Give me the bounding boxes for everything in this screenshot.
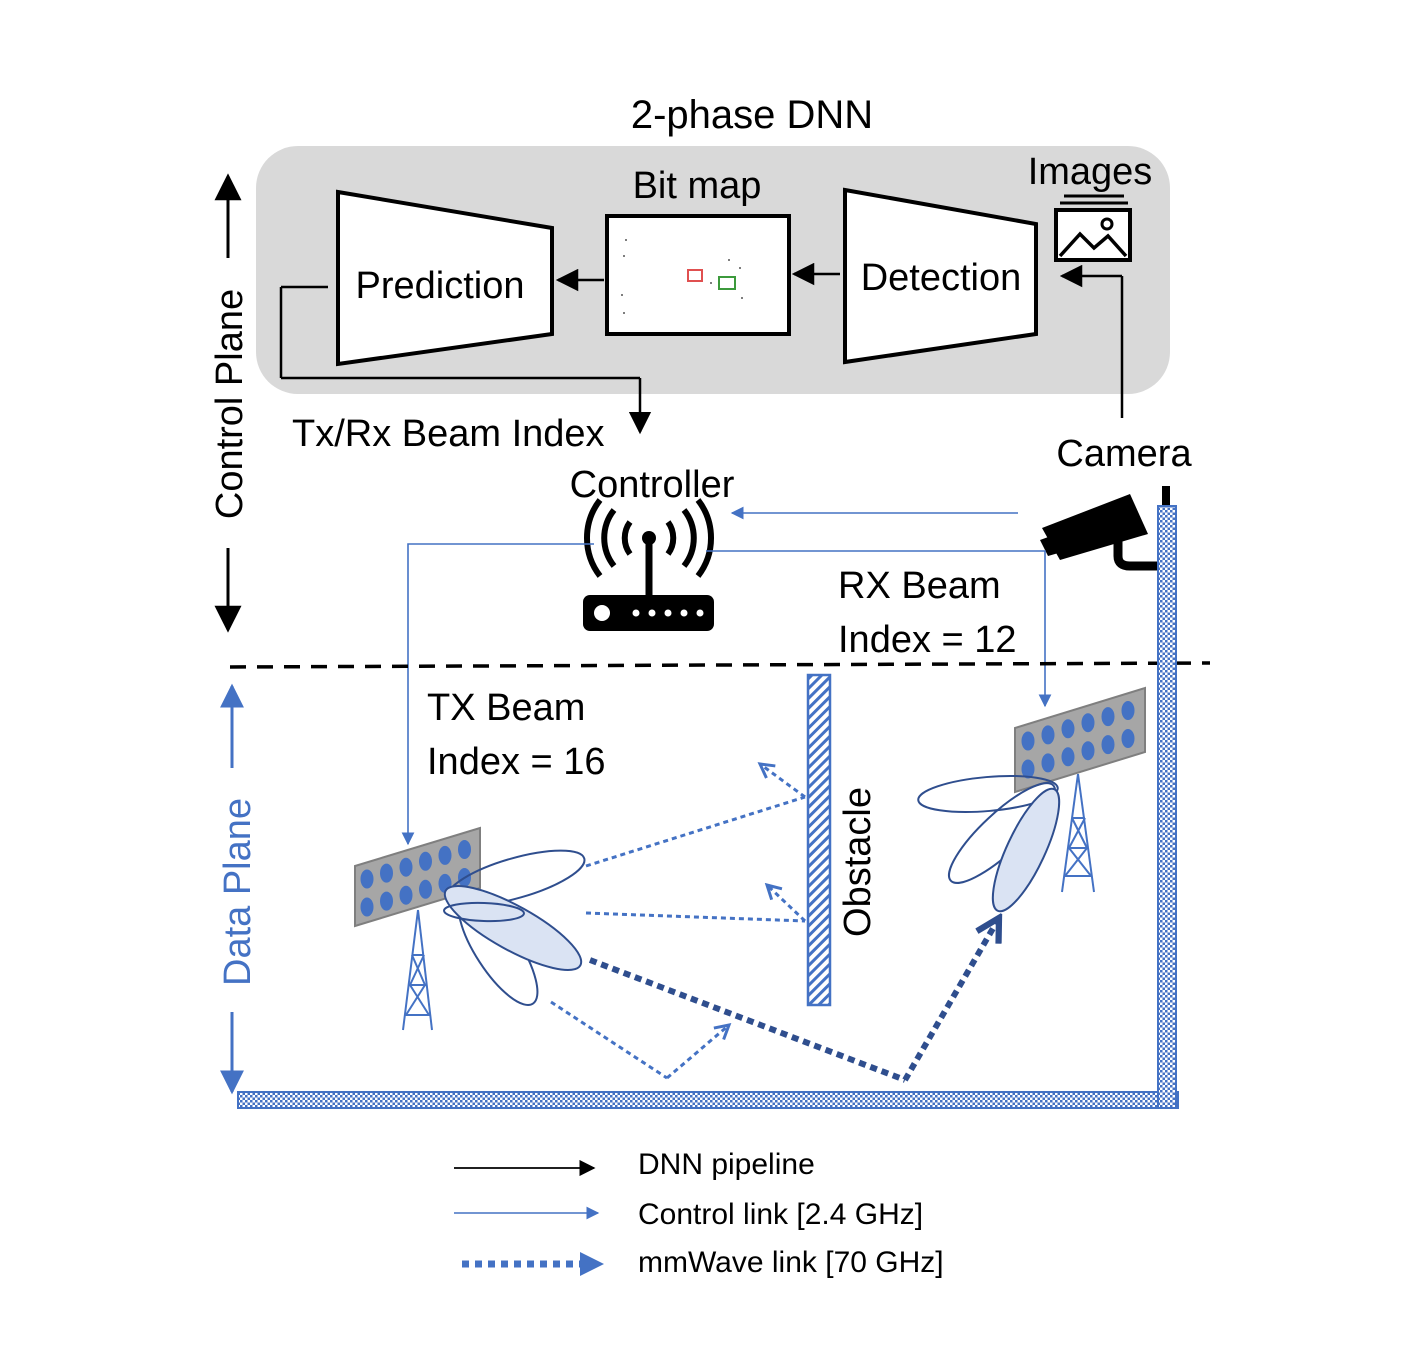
obstacle-wall (806, 673, 832, 1007)
detection-block: Detection (843, 187, 1038, 365)
antenna-element (1121, 729, 1135, 748)
tx-beam-label-line1: TX Beam (427, 687, 585, 729)
detection-label: Detection (861, 257, 1022, 299)
antenna-element (419, 879, 432, 899)
antenna-element (360, 897, 374, 917)
images-icon (1054, 194, 1132, 262)
antenna-element (1101, 707, 1115, 727)
rx-beam-label-line2: Index = 12 (838, 619, 1017, 661)
router-icon (583, 498, 714, 631)
legend: DNN pipeline Control link [2.4 GHz] mmWa… (454, 1148, 944, 1279)
antenna-element (380, 891, 393, 911)
antenna-element (419, 851, 432, 871)
antenna-element (1041, 725, 1055, 745)
control-links (401, 506, 1052, 846)
antenna-element (399, 857, 413, 877)
bitmap-box-green (718, 276, 736, 290)
beam-index-output-label: Tx/Rx Beam Index (292, 413, 605, 455)
antenna-element (1081, 741, 1095, 761)
camera-icon (1040, 486, 1170, 571)
antenna-element (360, 869, 374, 889)
antenna-element (458, 840, 471, 859)
antenna-element (1121, 701, 1135, 720)
right-wall (1157, 505, 1177, 1109)
images-label: Images (1028, 151, 1153, 193)
controller-label: Controller (570, 464, 735, 506)
legend-item-control-link: Control link [2.4 GHz] (454, 1198, 923, 1231)
floor-wall (237, 1091, 1179, 1109)
antenna-element (380, 863, 393, 883)
tx-beam-label-line2: Index = 16 (427, 741, 606, 783)
antenna-element (1101, 735, 1115, 755)
antenna-element (1021, 731, 1035, 751)
antenna-element (438, 845, 452, 865)
bitmap-label: Bit map (633, 165, 762, 207)
tx-antenna-array (354, 826, 481, 928)
obstacle-label: Obstacle (837, 787, 879, 937)
legend-label-dnn-pipeline: DNN pipeline (638, 1148, 815, 1181)
antenna-element (1061, 747, 1075, 767)
legend-label-control-link: Control link [2.4 GHz] (638, 1198, 923, 1231)
camera-label: Camera (1056, 433, 1192, 475)
antenna-element (399, 885, 413, 905)
prediction-label: Prediction (356, 265, 525, 307)
rx-tower-icon (1061, 773, 1095, 893)
control-plane-label: Control Plane (209, 289, 251, 519)
data-plane-label: Data Plane (217, 798, 259, 986)
data-plane-axis: Data Plane (217, 683, 259, 1095)
antenna-element (1061, 719, 1075, 739)
diagram-title: 2-phase DNN (631, 93, 873, 137)
bitmap-box-red (687, 269, 703, 282)
legend-item-dnn-pipeline: DNN pipeline (454, 1148, 815, 1181)
plane-divider (229, 661, 1211, 669)
legend-item-mmwave-link: mmWave link [70 GHz] (462, 1246, 944, 1279)
legend-arrowhead-mmwave-link (580, 1252, 604, 1276)
mmwave-links (550, 764, 999, 1083)
rx-beam-label-line1: RX Beam (838, 565, 1001, 607)
legend-label-mmwave-link: mmWave link [70 GHz] (638, 1246, 944, 1279)
rx-antenna-array (1014, 686, 1146, 794)
antenna-element (1041, 753, 1055, 773)
bitmap-block: Bit map (605, 165, 791, 336)
dnn-pipeline-arrows (279, 262, 1124, 435)
control-plane-axis: Control Plane (209, 173, 251, 633)
prediction-block: Prediction (336, 189, 554, 367)
tx-tower-icon (402, 909, 433, 1031)
antenna-element (1021, 759, 1035, 779)
tx-beam-lobes (443, 849, 586, 1006)
rx-beam-lobes (917, 774, 1061, 913)
antenna-element (1081, 713, 1095, 733)
